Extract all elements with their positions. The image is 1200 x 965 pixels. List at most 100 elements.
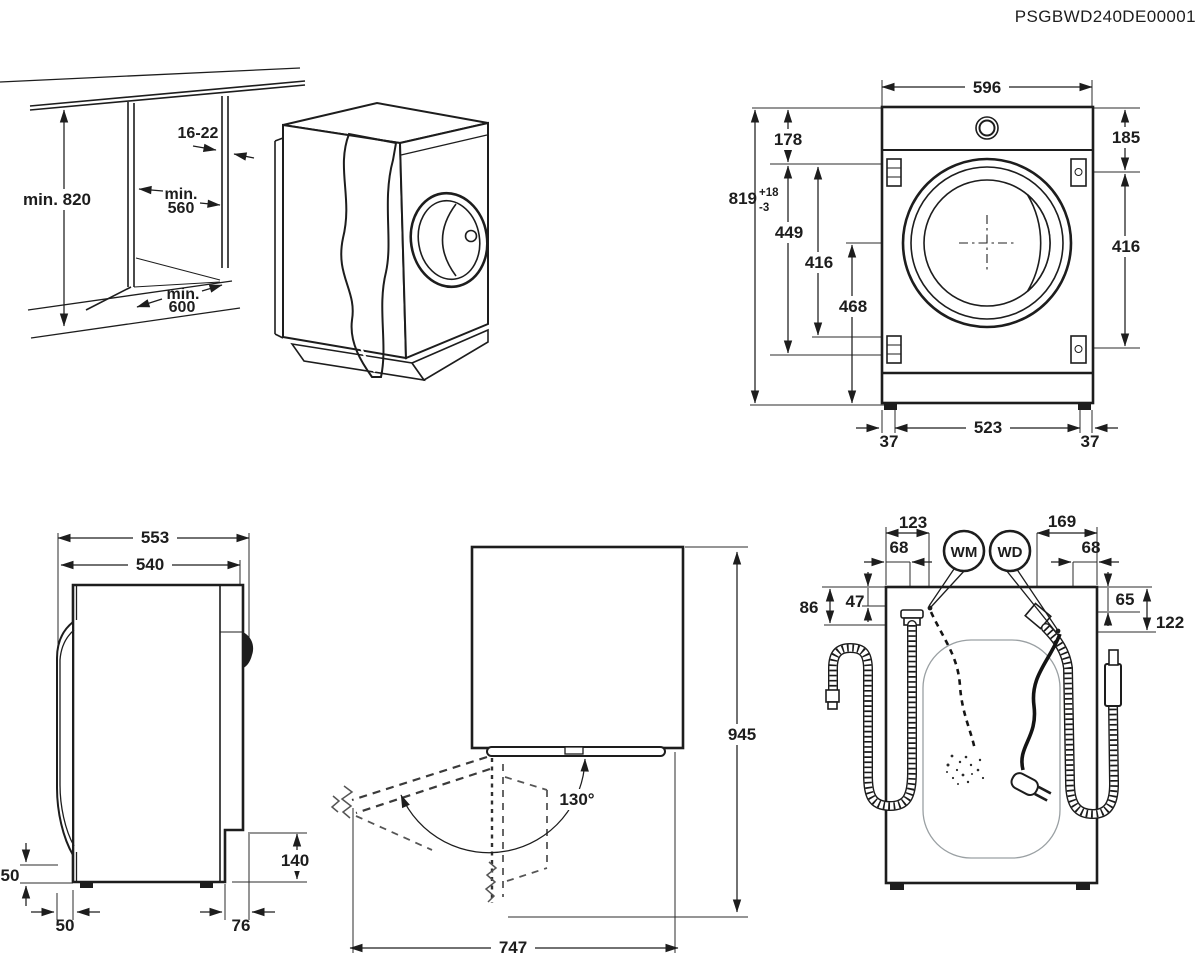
foot-right: [1078, 403, 1091, 410]
svg-text:-3: -3: [759, 202, 769, 214]
door-handle-3d: [464, 229, 478, 243]
torn-edge-highlight: [345, 140, 376, 373]
dim-label-37-right: 37: [1081, 432, 1100, 451]
dim-label-68-left: 68: [890, 538, 909, 557]
dim-label-523: 523: [966, 417, 1010, 438]
rear-view: WM WD 123 68 169 68 86 47 65 122: [800, 512, 1184, 890]
door-glass-crescent: [1026, 194, 1051, 292]
dim-label-min-height: min. 820: [14, 189, 100, 210]
svg-text:+18: +18: [759, 187, 779, 199]
door-glass-reflection-3d: [441, 203, 457, 277]
top-extension-lines: [352, 546, 748, 953]
svg-text:185: 185: [1112, 128, 1140, 147]
dim-label-123: 123: [899, 513, 927, 532]
worktop-back-edge: [0, 67, 301, 83]
washer-plinth-front: [410, 328, 489, 382]
washer-door-3d: [409, 191, 489, 289]
washer-perspective: [274, 101, 489, 382]
right-cabinet-panel: [221, 96, 229, 268]
wm-inlet-dashed-path: [929, 611, 977, 751]
dim-label-185: 185: [1106, 127, 1146, 148]
power-plug: [1010, 772, 1052, 802]
dim-label-min-width: 560: [168, 200, 195, 217]
rear-foot-right: [1076, 883, 1090, 890]
dim-label-540: 540: [128, 554, 172, 575]
niche-floor-edges: [133, 257, 221, 288]
dim-label-86: 86: [800, 598, 819, 617]
side-body-outline: [71, 583, 245, 884]
dim-label-747: 747: [491, 937, 535, 958]
hinge-bracket-top-left: [886, 158, 902, 187]
side-view: 553 540 50 50 76 140: [1, 527, 315, 935]
dim-label-50-horizontal: 50: [56, 916, 75, 935]
dim-label-945: 945: [722, 724, 762, 745]
arrow-min-depth-right: [201, 284, 223, 293]
inlet-hose: [1024, 602, 1122, 820]
break-mark-left-b: [330, 795, 341, 813]
wm-balloon-label: WM: [951, 544, 978, 561]
dim-label-width: 596: [965, 77, 1009, 98]
drain-hose: [825, 609, 924, 812]
break-mark-bottom: [484, 861, 498, 903]
svg-text:819: 819: [729, 189, 757, 208]
hinge-bracket-bottom-left: [886, 335, 902, 364]
dim-label-50-vertical: 50: [1, 866, 20, 885]
top-view: 130° 945 747: [330, 545, 762, 958]
dim-label-449: 449: [769, 222, 809, 243]
foot-left: [884, 403, 897, 410]
side-foot-rear: [200, 882, 213, 888]
break-mark-left: [340, 785, 354, 819]
dim-label-76: 76: [232, 916, 251, 935]
power-cord: [1010, 633, 1062, 802]
rear-body-outline: [884, 585, 1099, 885]
wd-balloon: WD: [988, 529, 1061, 634]
dim-label-min-depth-word: min.: [167, 286, 200, 303]
svg-text:945: 945: [728, 725, 756, 744]
washer-rear-panel: [274, 137, 284, 339]
rear-panel-recess: [922, 639, 1061, 859]
control-panel-seam: [400, 134, 488, 156]
dim-label-178: 178: [769, 129, 807, 150]
door-open-130-inner-edge: [355, 815, 433, 851]
svg-text:553: 553: [141, 528, 169, 547]
mount-bracket-top-right: [1070, 158, 1087, 187]
arrow-panel-thickness-right: [233, 152, 255, 161]
svg-text:523: 523: [974, 418, 1002, 437]
rear-hose-bulge: [243, 632, 254, 668]
dim-label-min-width-word: min.: [165, 186, 198, 203]
dim-label-130deg: 130°: [553, 789, 601, 810]
door-ring-mid: [910, 166, 1064, 320]
dim-label-min-depth: 600: [169, 299, 196, 316]
door-latch: [564, 746, 584, 755]
splash-stipple: [946, 754, 985, 785]
wd-balloon-label: WD: [998, 544, 1023, 561]
door-centerline-cross: [959, 215, 1015, 271]
worktop-front-edge: [29, 80, 306, 111]
svg-text:449: 449: [775, 223, 803, 242]
dim-label-140: 140: [275, 850, 315, 871]
svg-text:130°: 130°: [559, 790, 594, 809]
svg-text:747: 747: [499, 938, 527, 957]
torn-panel-cutaway: [340, 132, 398, 378]
rear-foot-left: [890, 883, 904, 890]
dim-label-122: 122: [1156, 613, 1184, 632]
dim-label-height-tolerance: 819 +18 -3: [729, 187, 779, 214]
wm-balloon: WM: [927, 529, 986, 611]
arrow-min-width-left: [138, 185, 164, 195]
dim-label-169: 169: [1048, 512, 1076, 531]
svg-text:416: 416: [1112, 237, 1140, 256]
dim-label-37-left: 37: [880, 432, 899, 451]
side-foot-front: [80, 882, 93, 888]
part-number: PSGBWD240DE00001: [1015, 7, 1196, 26]
arrow-min-width-right: [199, 199, 221, 208]
dim-label-68-right: 68: [1082, 538, 1101, 557]
door-open-45-outline: [504, 776, 548, 882]
svg-text:140: 140: [281, 851, 309, 870]
top-body-outline: [470, 545, 685, 750]
svg-text:596: 596: [973, 78, 1001, 97]
dim-label-416-left: 416: [799, 252, 839, 273]
door-bulge-inner: [59, 629, 75, 847]
dim-label-416-right: 416: [1106, 236, 1146, 257]
